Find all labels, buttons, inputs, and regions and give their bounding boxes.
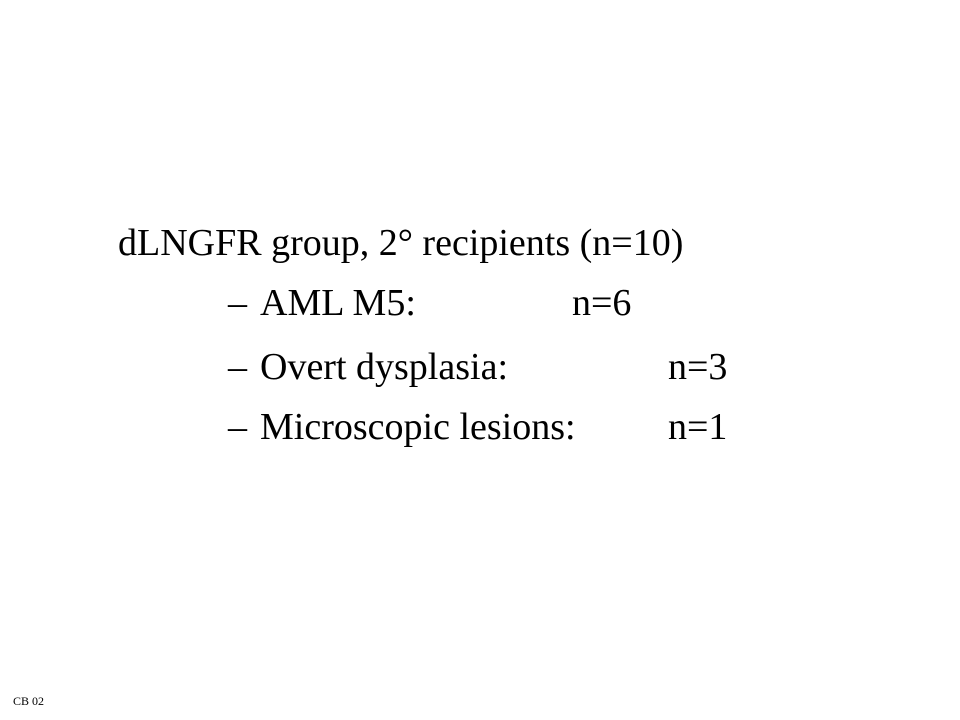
footer-label: CB 02 [13,694,45,708]
item-value: n=1 [668,406,728,448]
item-label: Overt dysplasia: [260,346,509,388]
item-value: n=3 [668,346,728,388]
bullet-dash: – [228,406,247,448]
bullet-dash: – [228,346,247,388]
item-label: Microscopic lesions: [260,406,576,448]
item-value: n=6 [572,282,632,324]
slide-heading: dLNGFR group, 2° recipients (n=10) [118,222,684,264]
bullet-dash: – [228,282,247,324]
item-label: AML M5: [260,282,416,324]
